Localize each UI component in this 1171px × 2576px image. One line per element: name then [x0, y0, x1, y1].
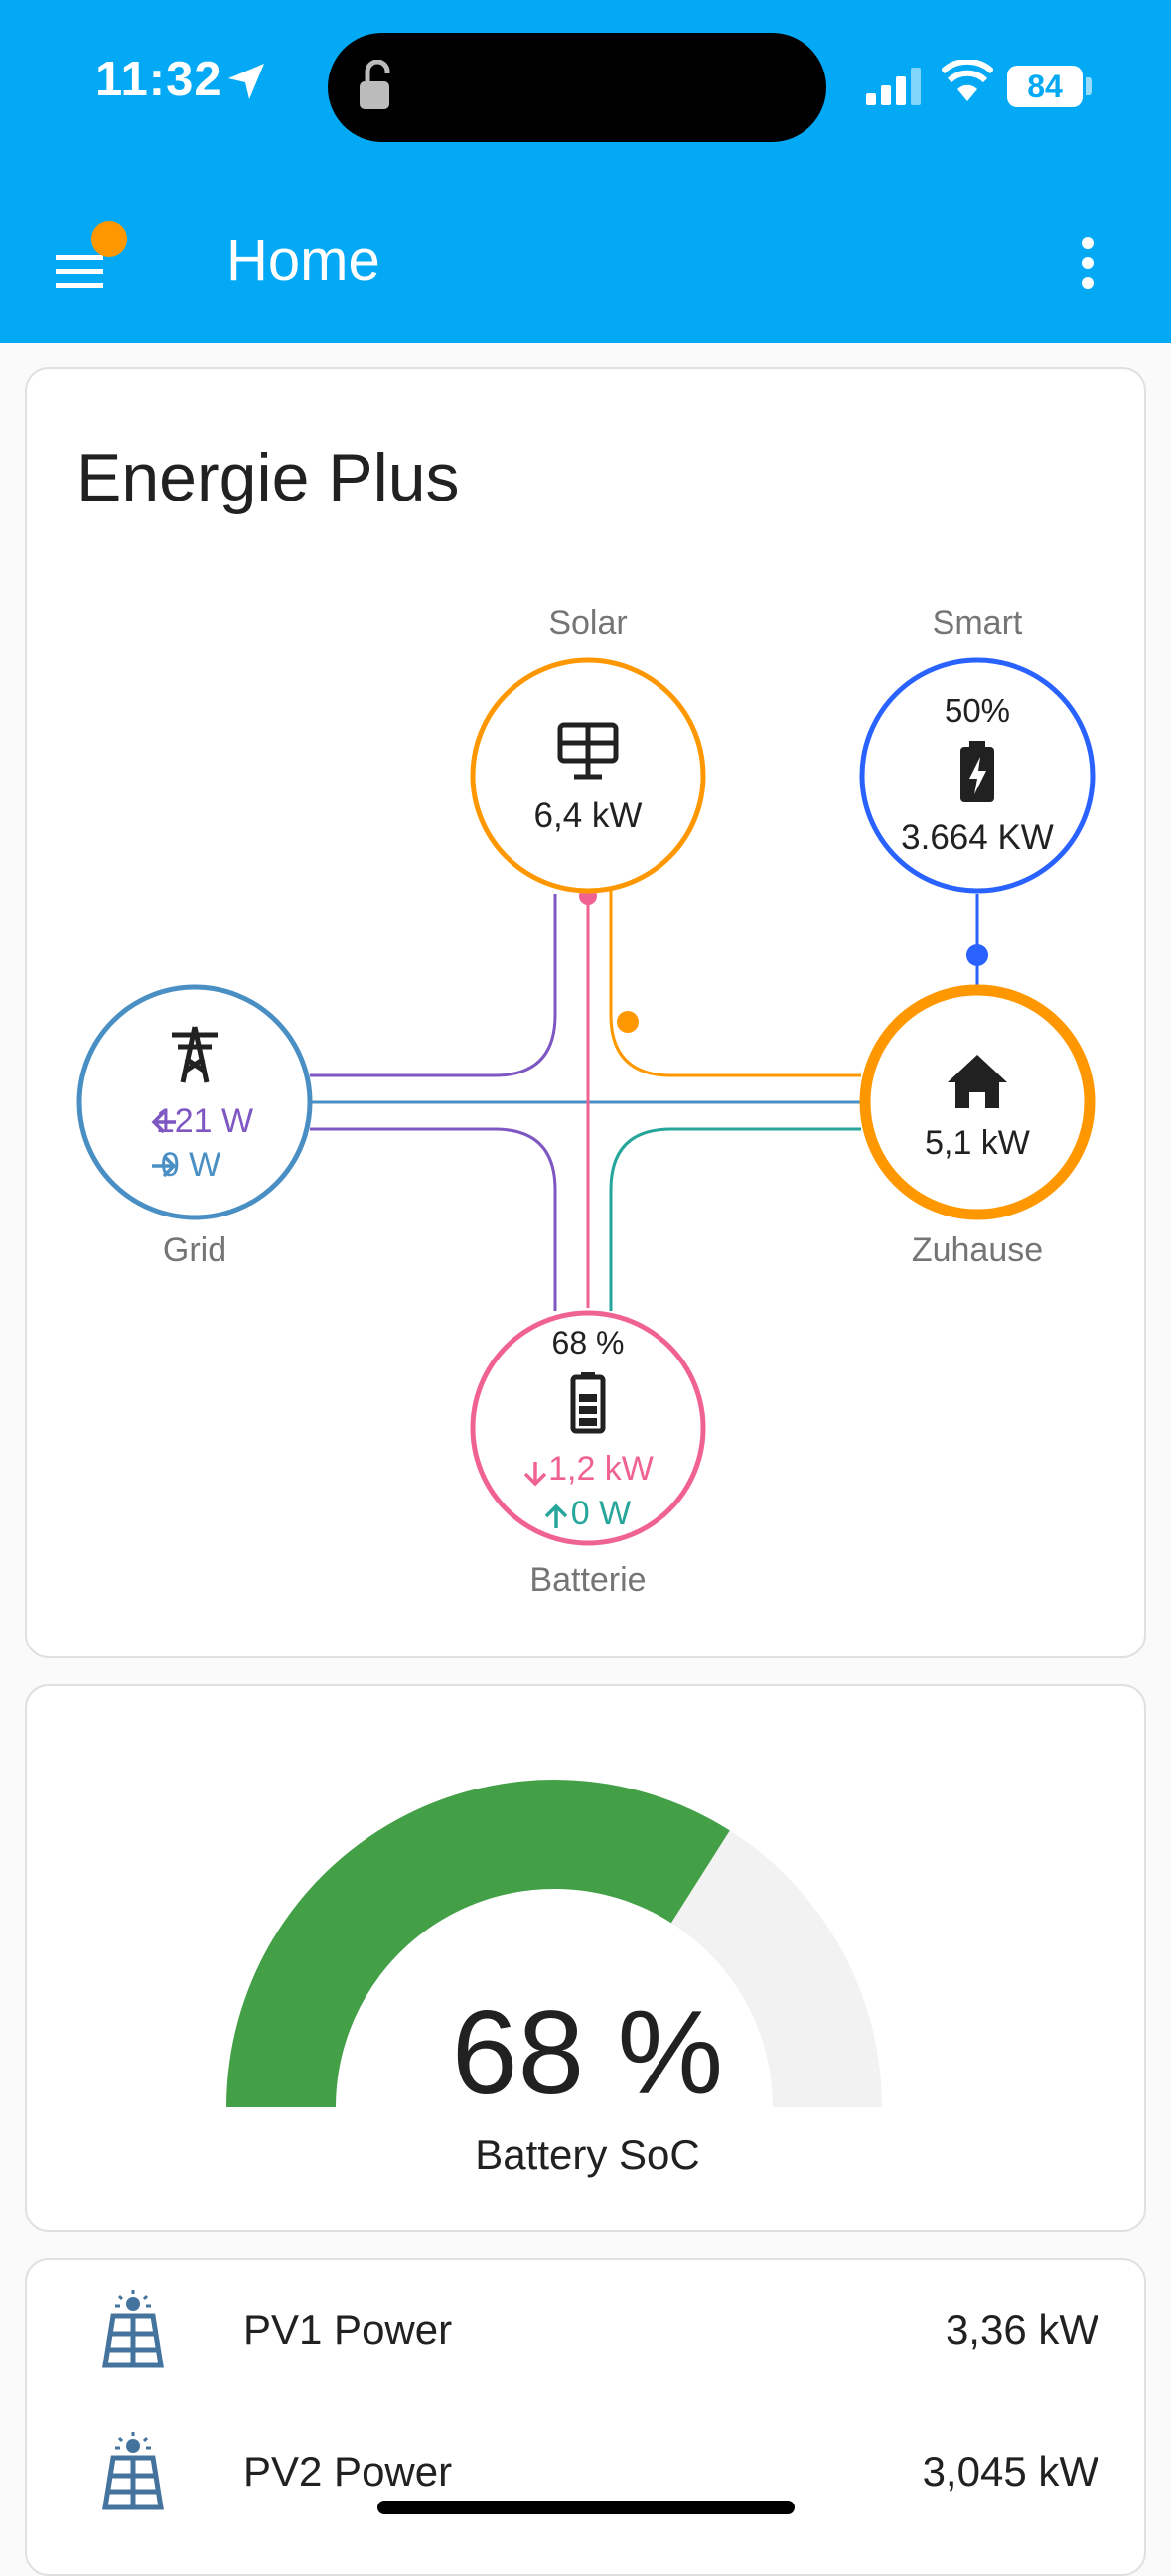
- gauge-value: 68 %: [451, 1986, 724, 2119]
- battery-indicator: 84: [1007, 66, 1083, 107]
- battery-percent: 68 %: [551, 1325, 625, 1360]
- smart-flow-dot: [966, 944, 988, 966]
- home-value[interactable]: 5,1 kW: [925, 1124, 1030, 1162]
- energy-distribution-card: Energie Plus: [25, 367, 1146, 1658]
- solar-panel-icon: [557, 722, 619, 780]
- energy-flow-diagram: [76, 657, 1096, 1546]
- status-time: 11:32: [95, 53, 222, 106]
- grid-battery-line: [310, 1127, 557, 1311]
- grid-export-value[interactable]: 0 W: [160, 1146, 221, 1184]
- solar-home-line: [609, 890, 861, 1077]
- solar-panel-icon: [102, 2290, 164, 2368]
- solar-value[interactable]: 6,4 kW: [533, 796, 643, 835]
- solar-label: Solar: [548, 604, 628, 642]
- card-title: Energie Plus: [76, 440, 460, 515]
- battery-home-line: [609, 1127, 861, 1311]
- battery-gauge-card[interactable]: 68 % Battery SoC: [25, 1684, 1146, 2232]
- entity-name: PV2 Power: [243, 2448, 453, 2495]
- battery-tip: [1086, 77, 1092, 95]
- solar-panel-icon: [102, 2432, 164, 2510]
- battery-discharge-value[interactable]: 0 W: [570, 1495, 632, 1532]
- gauge-fill: [226, 1780, 730, 2107]
- entity-name: PV1 Power: [243, 2306, 453, 2353]
- solar-grid-line: [310, 894, 557, 1077]
- home-node: [859, 984, 1096, 1220]
- battery-out-arrow-icon: [544, 1503, 568, 1528]
- battery-charge-value[interactable]: 1,2 kW: [548, 1450, 654, 1488]
- smart-label: Smart: [932, 604, 1023, 642]
- battery-in-arrow-icon: [523, 1462, 547, 1487]
- entity-value: 3,36 kW: [945, 2306, 1098, 2353]
- more-options-icon[interactable]: [1073, 228, 1102, 298]
- entities-card: PV1 Power 3,36 kW PV2 Power 3,045 kW: [25, 2258, 1146, 2576]
- gauge-name: Battery SoC: [475, 2131, 700, 2178]
- battery-node: [470, 1310, 706, 1546]
- smart-percent: 50%: [944, 692, 1011, 729]
- home-label: Zuhause: [911, 1231, 1044, 1269]
- cellular-signal-icon: [866, 68, 921, 105]
- grid-import-arrow-icon: [151, 1110, 176, 1134]
- grid-node: [76, 984, 313, 1220]
- grid-export-arrow-icon: [152, 1154, 177, 1178]
- battery-label: Batterie: [529, 1561, 647, 1599]
- wifi-icon: [942, 60, 993, 101]
- menu-icon[interactable]: [48, 233, 127, 313]
- notification-badge: [91, 221, 127, 257]
- battery-charging-icon: [960, 741, 994, 802]
- grid-import-value[interactable]: 121 W: [155, 1102, 254, 1140]
- transmission-tower-icon: [172, 1026, 218, 1083]
- solar-home-flow-dot: [617, 1011, 639, 1033]
- battery-level: 84: [1027, 68, 1063, 104]
- unlock-icon: [360, 60, 390, 109]
- location-arrow-icon: [228, 64, 264, 99]
- smart-value[interactable]: 3.664 KW: [901, 818, 1054, 857]
- gauge: [226, 1780, 882, 2107]
- grid-label: Grid: [162, 1231, 227, 1269]
- entity-value: 3,045 kW: [922, 2448, 1098, 2495]
- battery-icon: [570, 1372, 606, 1434]
- app-header: 11:32 84 Home: [0, 0, 1171, 343]
- app-bar: Home: [0, 174, 1171, 343]
- home-indicator[interactable]: [377, 2501, 795, 2514]
- status-bar: 11:32 84: [0, 0, 1171, 174]
- entity-row-pv1[interactable]: PV1 Power 3,36 kW: [27, 2260, 1148, 2399]
- home-icon: [948, 1055, 1007, 1108]
- dynamic-island: [328, 33, 826, 142]
- entity-row-pv2[interactable]: PV2 Power 3,045 kW: [27, 2402, 1148, 2541]
- page-title: Home: [226, 228, 380, 293]
